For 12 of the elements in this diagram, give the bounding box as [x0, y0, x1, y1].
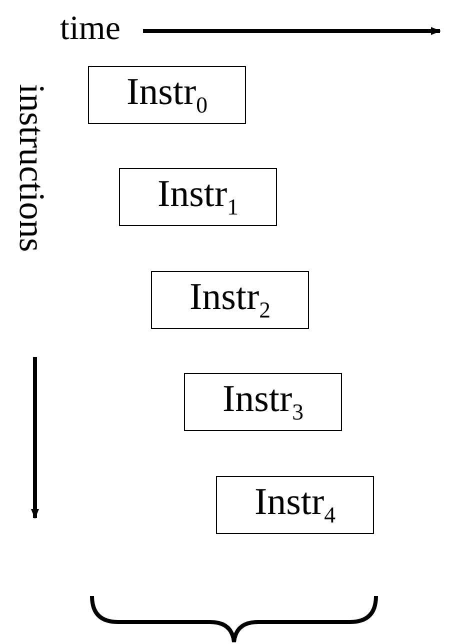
instruction-label: Instr$_{1}$ — [157, 174, 239, 220]
instruction-box — [119, 168, 277, 226]
instruction-label: Instr$_{3}$ — [222, 380, 304, 424]
instruction-label: Instr$_{0}$ — [126, 72, 208, 118]
instruction-box — [184, 373, 342, 431]
instruction-box — [151, 271, 309, 329]
axis-label: instructions — [14, 84, 50, 252]
instruction-label: Instr$_{2}$ — [189, 278, 271, 322]
instruction-box — [88, 66, 246, 124]
instruction-box — [216, 476, 374, 534]
instruction-label: Instr$_{4}$ — [254, 482, 336, 528]
axis-label: time — [60, 12, 120, 46]
